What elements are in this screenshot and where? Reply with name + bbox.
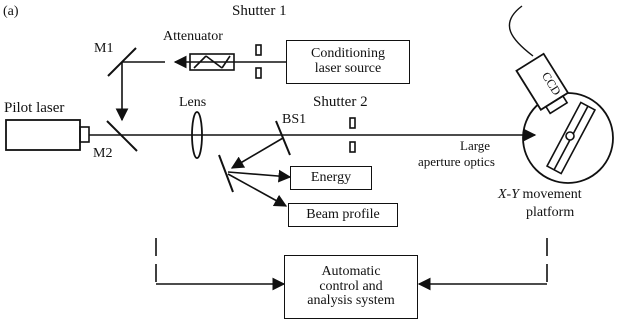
pilot-laser-body [5, 119, 81, 151]
beam-to-energy [227, 169, 292, 183]
xy-platform-label-1: X-Y movement [498, 187, 582, 202]
lens [191, 111, 203, 159]
attenuator [189, 53, 235, 71]
shutter-2-bottom [349, 141, 356, 153]
shutter-2-top [349, 117, 356, 129]
attenuator-label: Attenuator [163, 29, 223, 44]
shutter-2-label: Shutter 2 [313, 94, 368, 110]
xy-platform-label-2: platform [526, 205, 575, 220]
large-aperture-optics [545, 101, 597, 175]
shutter-1-top [255, 44, 262, 56]
energy-box: Energy [290, 166, 372, 190]
diagnostic-mirror [218, 154, 234, 193]
ccd-camera [515, 52, 570, 115]
m1-label: M1 [94, 41, 114, 56]
large-aperture-label-2: aperture optics [418, 154, 495, 169]
mirror-m2 [106, 120, 138, 152]
beam-profile-box: Beam profile [288, 203, 398, 227]
conditioning-laser-source-box: Conditioning laser source [286, 40, 410, 84]
mirror-m1 [107, 47, 137, 77]
reflected-beam [230, 137, 284, 169]
beam-to-beam-profile [227, 173, 288, 207]
beam-spot [565, 131, 575, 141]
ccd-cable [508, 5, 534, 57]
pilot-laser-label: Pilot laser [4, 100, 65, 116]
bs1-label: BS1 [282, 112, 307, 127]
shutter-1-label: Shutter 1 [232, 3, 287, 19]
large-aperture-label-1: Large [460, 138, 491, 153]
panel-label: (a) [3, 4, 19, 19]
lens-label: Lens [179, 95, 207, 110]
shutter-1-bottom [255, 67, 262, 79]
pilot-laser-aperture [79, 126, 90, 143]
control-analysis-box: Automatic control and analysis system [284, 255, 418, 319]
m2-label: M2 [93, 146, 113, 161]
